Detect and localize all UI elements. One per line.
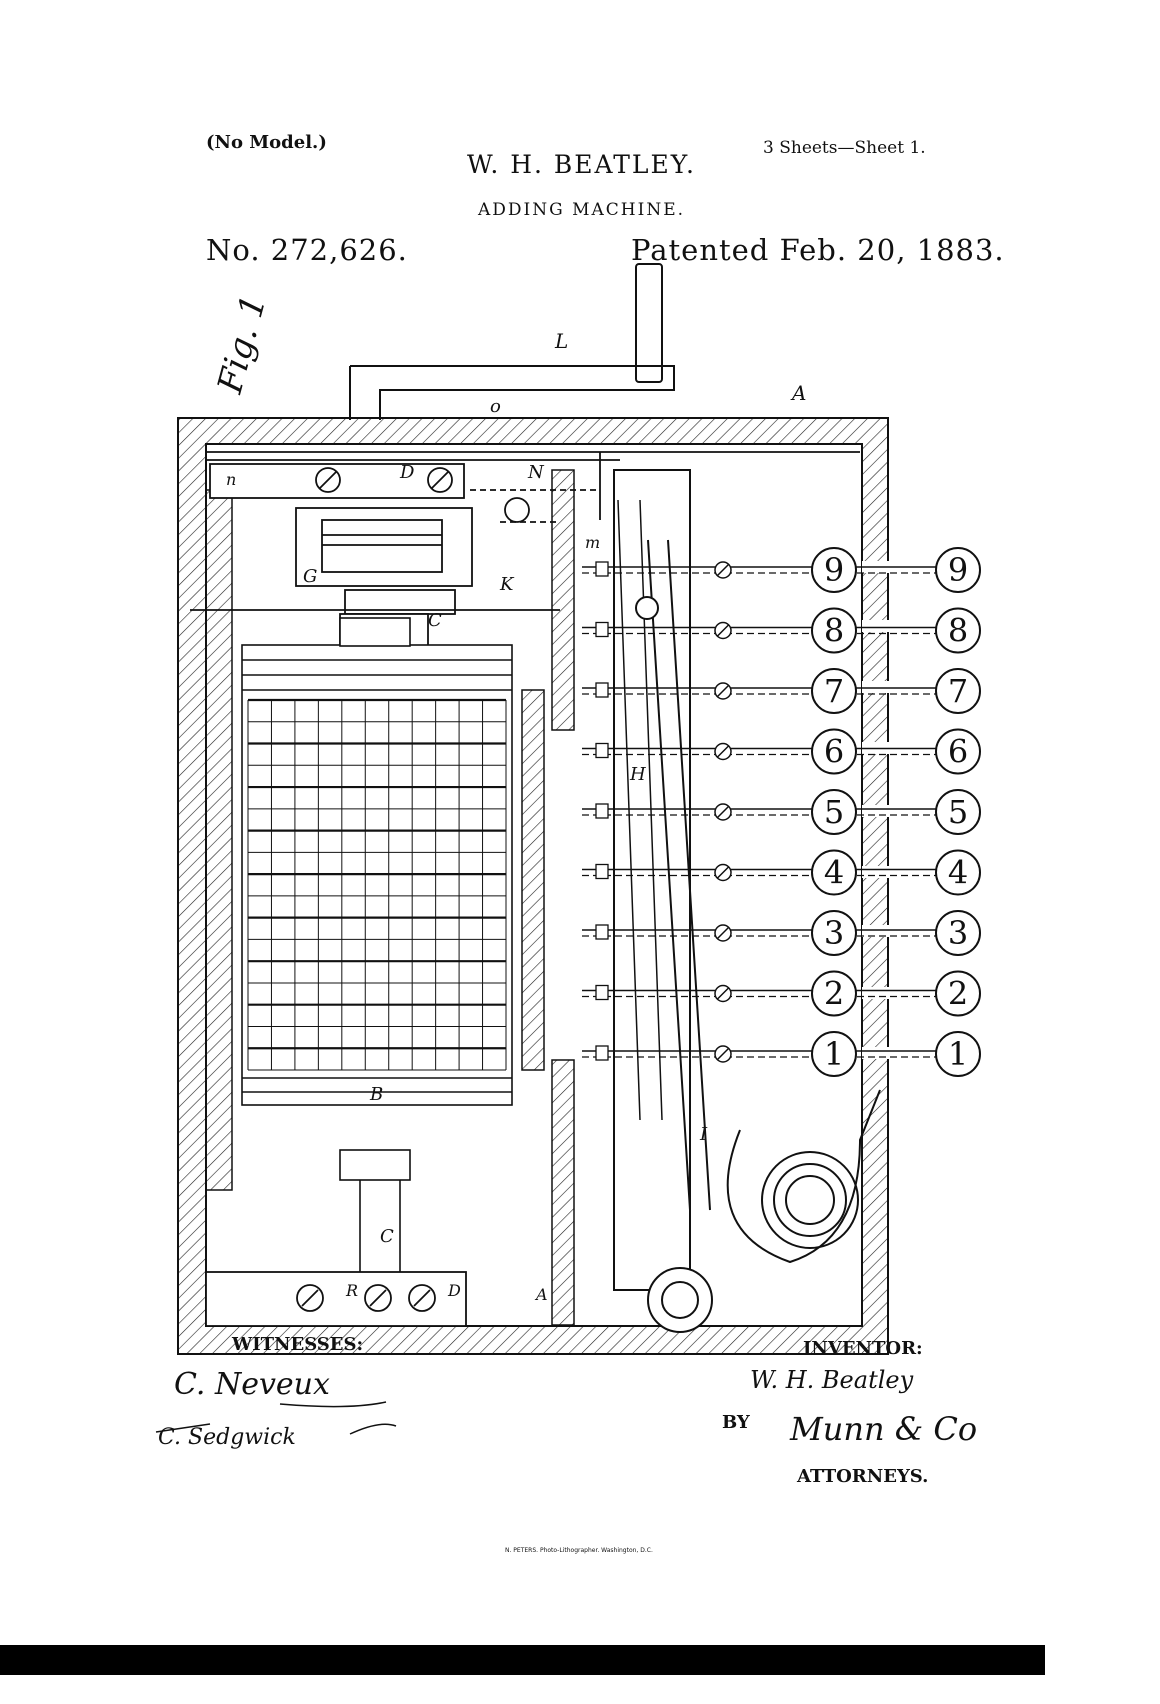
top-mechanism: n D N G C K o m bbox=[190, 396, 860, 651]
inner-key-digit-4: 4 bbox=[824, 854, 844, 892]
svg-text:o: o bbox=[490, 396, 501, 417]
svg-text:N: N bbox=[527, 462, 545, 483]
outer-key-digit-1: 1 bbox=[948, 1035, 968, 1073]
lever-and-spring: H I bbox=[613, 469, 881, 1333]
scan-edge-bar bbox=[0, 1645, 1045, 1675]
svg-text:H: H bbox=[629, 764, 646, 785]
svg-text:B: B bbox=[369, 1084, 383, 1105]
svg-text:A: A bbox=[790, 381, 806, 405]
inner-key-digit-8: 8 bbox=[824, 612, 844, 650]
witness-1-signature: C. Neveux bbox=[174, 1367, 330, 1402]
housing-frame bbox=[177, 417, 890, 1355]
witness-signatures: C. Neveux C. Sedgwick bbox=[155, 1367, 397, 1450]
svg-text:R: R bbox=[345, 1281, 358, 1300]
drum-number-grid bbox=[247, 698, 507, 1071]
patent-number: No. 272,626. bbox=[206, 233, 408, 267]
svg-text:D: D bbox=[447, 1281, 461, 1300]
svg-text:C: C bbox=[380, 1226, 394, 1247]
inner-key-digit-6: 6 bbox=[824, 733, 844, 771]
inner-key-digit-1: 1 bbox=[824, 1035, 844, 1073]
printer-credit: N. PETERS. Photo-Lithographer. Washingto… bbox=[505, 1547, 653, 1554]
signatures: W. H. Beatley Munn & Co bbox=[750, 1366, 977, 1448]
inner-key-digit-3: 3 bbox=[824, 914, 844, 952]
witness-2-signature: C. Sedgwick bbox=[158, 1425, 296, 1450]
inventor-name-heading: W. H. BEATLEY. bbox=[467, 150, 696, 179]
svg-text:L: L bbox=[554, 329, 568, 353]
outer-key-digit-3: 3 bbox=[948, 914, 968, 952]
svg-text:K: K bbox=[499, 574, 515, 595]
outer-key-digit-2: 2 bbox=[948, 975, 968, 1013]
outer-key-digit-6: 6 bbox=[948, 733, 968, 771]
svg-text:A: A bbox=[534, 1285, 548, 1304]
inner-key-digit-5: 5 bbox=[824, 793, 844, 831]
attorneys-label: ATTORNEYS. bbox=[797, 1466, 929, 1487]
inventor-signature: W. H. Beatley bbox=[750, 1366, 914, 1394]
outer-key-digit-5: 5 bbox=[948, 793, 968, 831]
attorney-signature: Munn & Co bbox=[789, 1410, 977, 1448]
patent-date: Patented Feb. 20, 1883. bbox=[631, 233, 1005, 267]
svg-text:G: G bbox=[303, 566, 317, 587]
bottom-bearing: R D A bbox=[205, 1271, 548, 1327]
svg-text:n: n bbox=[226, 470, 236, 489]
svg-text:m: m bbox=[585, 533, 600, 552]
sheet-count-label: 3 Sheets—Sheet 1. bbox=[763, 138, 926, 158]
svg-text:C: C bbox=[428, 610, 442, 631]
figure-label: Fig. 1 bbox=[210, 291, 275, 398]
outer-key-digit-9: 9 bbox=[948, 551, 968, 589]
witnesses-label: WITNESSES: bbox=[232, 1334, 364, 1355]
number-drum: C B bbox=[241, 617, 513, 1300]
inventor-label: INVENTOR: bbox=[803, 1338, 923, 1359]
svg-text:D: D bbox=[399, 462, 415, 483]
by-label: BY bbox=[722, 1412, 750, 1433]
crank-handle: L A bbox=[349, 263, 806, 420]
no-model-label: (No Model.) bbox=[206, 132, 327, 153]
outer-key-digit-7: 7 bbox=[948, 672, 968, 710]
outer-key-digit-4: 4 bbox=[948, 854, 968, 892]
inner-key-digit-9: 9 bbox=[824, 551, 844, 589]
invention-title: ADDING MACHINE. bbox=[478, 200, 686, 220]
svg-text:I: I bbox=[699, 1124, 708, 1145]
inner-key-digit-2: 2 bbox=[824, 975, 844, 1013]
outer-key-digit-8: 8 bbox=[948, 612, 968, 650]
inner-key-digit-7: 7 bbox=[824, 672, 844, 710]
